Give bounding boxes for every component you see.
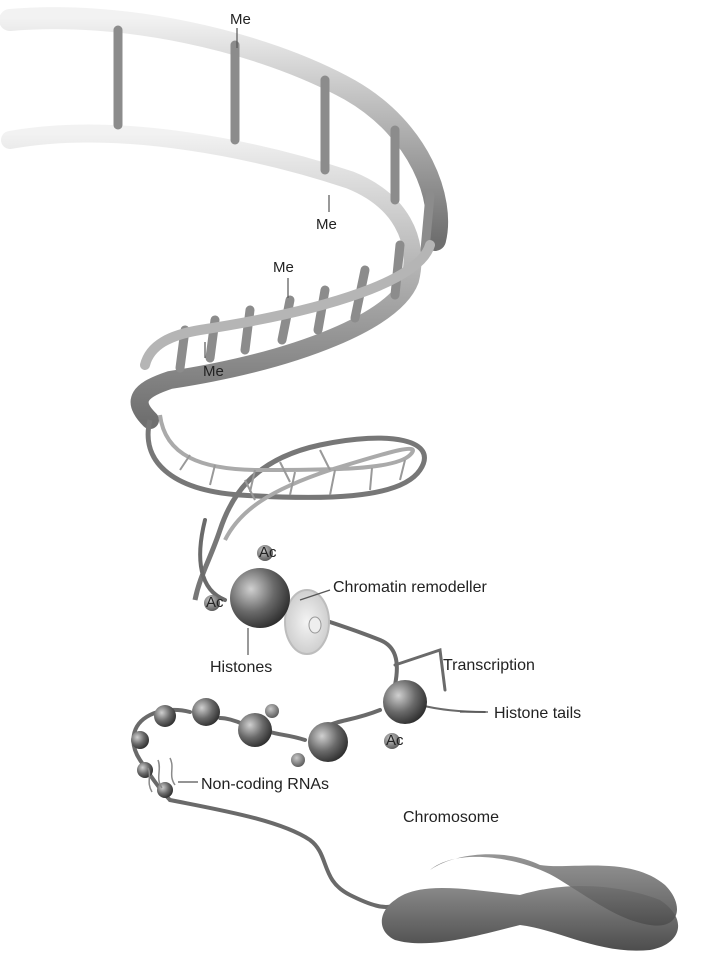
- dna-ladder: [10, 18, 437, 420]
- svg-text:Ac: Ac: [206, 594, 224, 611]
- dna-double-helix: [148, 415, 424, 600]
- ac-mark: [291, 753, 305, 767]
- svg-text:Ac: Ac: [386, 732, 404, 749]
- ac-mark: Ac: [257, 544, 277, 561]
- methyl-label-2: Me: [316, 216, 337, 233]
- chromatin-remodeller: [285, 590, 329, 654]
- methyl-label-4: Me: [203, 363, 224, 380]
- chromosome-label: Chromosome: [403, 809, 499, 826]
- non-coding-rnas-label: Non-coding RNAs: [201, 776, 329, 793]
- histones-label: Histones: [210, 659, 272, 676]
- methyl-label-3: Me: [273, 259, 294, 276]
- acetyl-groups: Ac Ac Ac: [204, 544, 404, 767]
- histone-octamers: [131, 568, 427, 798]
- chromosome: [382, 854, 678, 950]
- transcription-label: Transcription: [443, 657, 535, 674]
- chromatin-remodeller-label: Chromatin remodeller: [333, 579, 488, 596]
- ac-mark: Ac: [204, 594, 224, 611]
- ac-mark: Ac: [384, 732, 404, 749]
- methyl-label-1: Me: [230, 11, 251, 28]
- ac-mark: [265, 704, 279, 718]
- svg-text:Ac: Ac: [259, 544, 277, 561]
- histone-tails-label: Histone tails: [494, 705, 581, 722]
